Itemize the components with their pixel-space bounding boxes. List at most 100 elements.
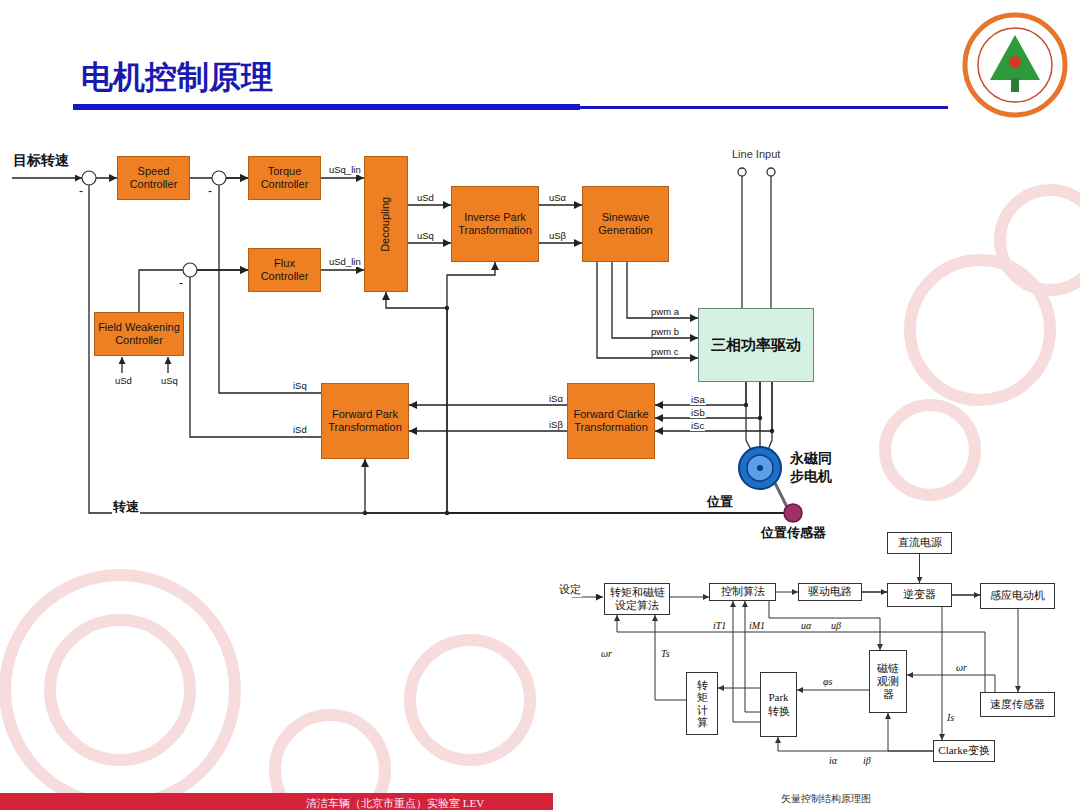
connector <box>612 262 698 338</box>
connector <box>776 592 798 593</box>
process-box: Torque Controller <box>248 156 321 200</box>
connector <box>778 737 933 751</box>
process-box: Sinewave Generation <box>582 186 669 262</box>
node-text: 驱动电路 <box>808 585 852 598</box>
node-text: Clarke变换 <box>938 744 989 757</box>
connector <box>447 262 784 513</box>
connector <box>718 688 760 689</box>
node-text: Inverse Park Transformation <box>454 211 536 236</box>
connector <box>655 615 686 700</box>
node-text: 转矩计算 <box>697 679 708 727</box>
connector <box>539 204 582 205</box>
sensor-symbol <box>748 503 838 525</box>
driver-box: 三相功率驱动 <box>698 308 814 382</box>
node-text: Flux Controller <box>251 257 318 282</box>
motor-lead <box>746 382 772 450</box>
motor-symbol: 永磁同步电机 <box>738 446 838 492</box>
connector <box>655 382 746 405</box>
node-text: 磁链观测器 <box>873 662 903 702</box>
connector <box>655 382 772 431</box>
signal-label: iSd <box>292 424 308 435</box>
signal-label: uα <box>800 620 812 631</box>
motor-symbol <box>738 446 784 492</box>
connector <box>775 483 787 507</box>
connector <box>797 690 869 691</box>
connector <box>769 601 880 650</box>
process-box: 转矩和磁链设定算法 <box>604 583 670 615</box>
node-text: 直流电源 <box>898 536 942 549</box>
signal-label: uSq <box>160 375 179 386</box>
footer-text: 清洁车辆（北京市重点）实验室 LEV <box>305 796 485 810</box>
process-box: 驱动电路 <box>798 583 862 601</box>
lower-panel <box>553 526 1080 810</box>
signal-label: pwm b <box>650 326 680 337</box>
figure-caption: 矢量控制结构原理图 <box>780 792 872 806</box>
connector <box>919 554 920 583</box>
node-text: Forward Clarke Transformation <box>570 408 652 433</box>
node-text: Speed Controller <box>120 165 187 190</box>
node-text: 三相功率驱动 <box>711 336 801 354</box>
connector <box>409 404 567 405</box>
connector <box>190 270 321 437</box>
signal-label: iβ <box>862 755 872 766</box>
connector <box>321 177 364 178</box>
signal-label: pwm c <box>650 346 679 357</box>
sign-label: - <box>207 184 213 198</box>
signal-label: uSβ <box>548 230 567 241</box>
signal-label: uSq_lin <box>328 164 362 175</box>
connector <box>942 607 943 740</box>
signal-label: iM1 <box>748 620 766 631</box>
input-wire <box>167 357 168 373</box>
process-box: Field Weakening Controller <box>94 312 184 356</box>
process-box: 直流电源 <box>887 532 952 554</box>
process-box: Inverse Park Transformation <box>451 186 539 262</box>
signal-label: iα <box>828 755 838 766</box>
signal-label: 转速 <box>112 498 140 516</box>
title-bar <box>580 106 948 109</box>
signal-label: φs <box>822 676 833 687</box>
process-box: Flux Controller <box>248 248 321 292</box>
connector <box>219 178 321 393</box>
signal-label: pwm a <box>650 306 680 317</box>
node-text: 感应电动机 <box>990 589 1045 602</box>
slide-title: 电机控制原理 <box>80 56 274 100</box>
connector <box>907 675 995 692</box>
signal-label: iSb <box>690 407 706 418</box>
process-box: Park转换 <box>760 672 797 737</box>
signal-label: Ts <box>660 648 671 659</box>
process-box: 速度传感器 <box>980 692 1055 717</box>
connector <box>365 459 784 513</box>
process-box: Decoupling <box>364 156 408 292</box>
connector <box>745 601 760 712</box>
connector <box>888 713 933 751</box>
process-box: 控制算法 <box>709 583 776 601</box>
node-text: 转矩和磁链设定算法 <box>608 586 666 612</box>
signal-label: iSq <box>292 380 308 391</box>
title-bar <box>73 104 580 110</box>
node-text: 逆变器 <box>903 588 936 601</box>
connector <box>862 591 887 593</box>
footer-bar <box>0 793 553 810</box>
signal-label: uSd <box>416 192 435 203</box>
signal-label: iT1 <box>712 620 727 631</box>
sensor-symbol: 位置传感器 <box>748 503 838 545</box>
signal-label: iSc <box>690 420 705 431</box>
process-box: Forward Clarke Transformation <box>567 383 655 459</box>
node-text: 控制算法 <box>721 585 765 598</box>
signal-label: uSd_lin <box>328 256 362 267</box>
process-box: 感应电动机 <box>980 583 1055 609</box>
sign-label: - <box>78 184 84 198</box>
signal-label: 位置 <box>706 493 734 511</box>
node-text: 永磁同步电机 <box>786 450 836 485</box>
connector <box>409 430 567 431</box>
signal-label: iSa <box>690 394 706 405</box>
signal-label: Is <box>946 712 955 723</box>
connector <box>597 262 698 358</box>
logo <box>965 15 1065 115</box>
process-box: Speed Controller <box>117 156 190 200</box>
node-text: Park转换 <box>764 691 793 717</box>
process-box: Clarke变换 <box>933 740 995 762</box>
connector <box>321 269 364 270</box>
